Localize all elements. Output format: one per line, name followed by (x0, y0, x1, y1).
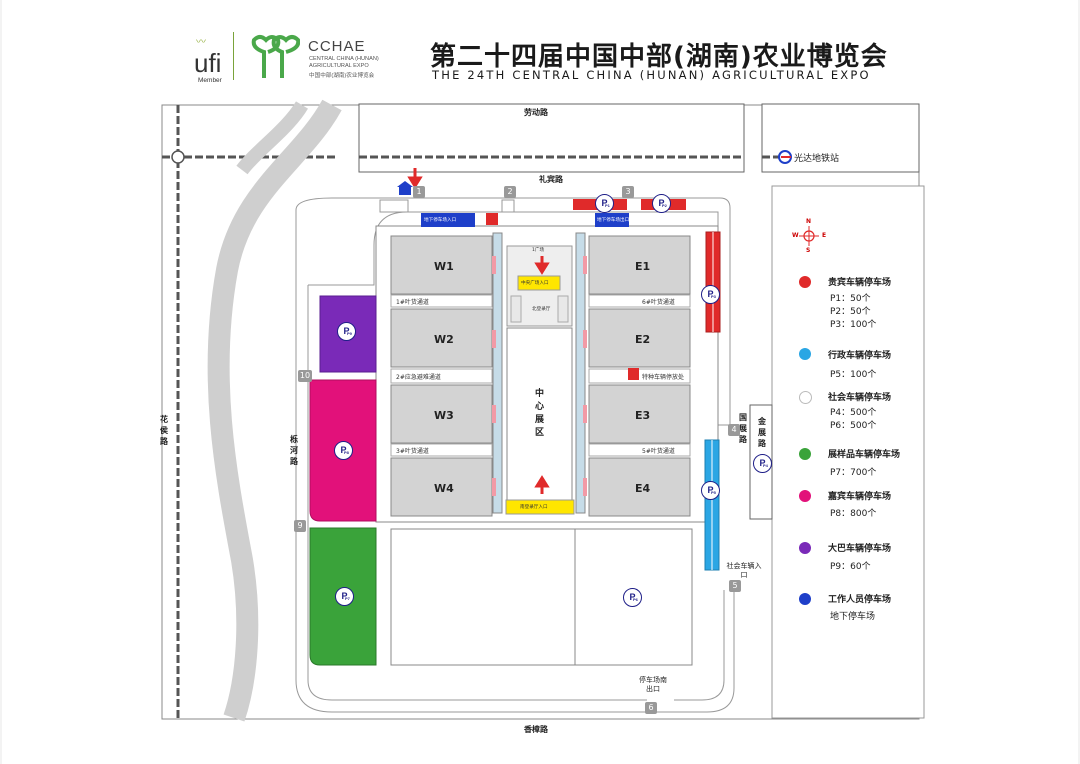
hall-w4[interactable]: W4 (434, 482, 454, 495)
legend-title-guest: 嘉宾车辆停车场 (828, 492, 892, 502)
underground-entry-right: 地下停车场出口 (597, 218, 630, 223)
legend-val-p4: P4：500个 (830, 408, 877, 418)
ufi-logo: ufi (194, 48, 222, 78)
legend-title-admin: 行政车辆停车场 (828, 351, 892, 361)
legend-val-p5: P5：100个 (830, 370, 877, 380)
compass-n: N (806, 218, 812, 225)
legend-title-staff: 工作人员停车场 (828, 595, 892, 605)
legend-dot-staff (799, 593, 811, 605)
page-subtitle: THE 24TH CENTRAL CHINA (HUNAN) AGRICULTU… (432, 68, 871, 82)
compass-s: S (806, 247, 811, 254)
legend-val-staff: 地下停车场 (830, 612, 876, 622)
legend-dot-vip (799, 276, 811, 288)
road-top: 劳动路 (524, 108, 548, 117)
passage-w3: 3#叶货通道 (396, 448, 429, 455)
hall-w2[interactable]: W2 (434, 333, 454, 346)
legend-val-p6: P6：500个 (830, 421, 877, 431)
passage-e2: 特种车辆停放处 (642, 374, 685, 381)
compass-e: E (822, 232, 827, 239)
plaza-sign: 1广场 (532, 248, 545, 253)
hall-w1[interactable]: W1 (434, 260, 454, 273)
legend-val-p2: P2：50个 (830, 307, 871, 317)
hall-e3[interactable]: E3 (635, 409, 651, 422)
road-right-outer: 金展路 (758, 417, 766, 448)
legend-val-p1: P1：50个 (830, 294, 871, 304)
compass-icon (799, 226, 819, 246)
logo-divider (233, 32, 234, 80)
road-left-far: 花侯路 (160, 415, 168, 446)
main-entry-sign: 南登录厅入口 (520, 505, 548, 510)
gate-1-badge: 1 (413, 186, 425, 198)
legend-dot-exhibit (799, 448, 811, 460)
gate-10-badge: 10 (298, 370, 312, 382)
legend-dot-bus (799, 542, 811, 554)
road-right-inner: 国展路 (739, 413, 747, 444)
metro-label: 光达地铁站 (794, 154, 840, 164)
legend-title-bus: 大巴车辆停车场 (828, 544, 892, 554)
ufi-swoosh-icon: 〰 (196, 37, 206, 48)
south-exit-sign: 停车场南出口 (639, 676, 667, 693)
center-box-sign: 北登录厅 (532, 307, 551, 312)
gate-3-badge: 3 (622, 186, 634, 198)
passage-w2: 2#应急避难通道 (396, 374, 441, 381)
passage-w1: 1#叶货通道 (396, 299, 429, 306)
cchae-tree-icon (251, 35, 300, 78)
hall-e4[interactable]: E4 (635, 482, 651, 495)
gate-6-badge: 6 (645, 702, 657, 714)
legend-title-vip: 贵宾车辆停车场 (828, 278, 892, 288)
page-title: 第二十四届中国中部(湖南)农业博览会 (430, 42, 888, 72)
underground-entry-left: 地下停车场入口 (424, 218, 457, 223)
road-bottom: 香樟路 (524, 725, 548, 734)
cchae-sub1: CENTRAL CHINA (HUNAN) (309, 56, 379, 62)
gate-9-badge: 9 (294, 520, 306, 532)
cchae-logo: CCHAE (308, 38, 366, 55)
social-entry-sign: 社会车辆入口 (726, 562, 762, 579)
legend-dot-social (799, 391, 812, 404)
gate-4-badge: 4 (728, 424, 740, 436)
compass-w: W (792, 232, 799, 239)
legend-title-social: 社会车辆停车场 (828, 393, 892, 403)
cchae-sub2: AGRICULTURAL EXPO (309, 63, 369, 69)
hall-e2[interactable]: E2 (635, 333, 651, 346)
hall-w3[interactable]: W3 (434, 409, 454, 422)
cchae-sub3: 中国中部(湖南)农业博览会 (309, 73, 375, 79)
legend-dot-admin (799, 348, 811, 360)
gate-5-badge: 5 (729, 580, 741, 592)
legend-val-p7: P7：700个 (830, 468, 877, 478)
passage-e1: 6#叶货通道 (642, 299, 675, 306)
hall-e1[interactable]: E1 (635, 260, 651, 273)
road-libin: 礼宾路 (539, 175, 563, 184)
legend-val-p9: P9：60个 (830, 562, 871, 572)
legend-val-p8: P8：800个 (830, 509, 877, 519)
road-left: 栎河路 (290, 435, 298, 466)
gate-2-badge: 2 (504, 186, 516, 198)
ufi-member-label: Member (198, 77, 222, 84)
legend-title-exhibit: 展样品车辆停车场 (828, 450, 901, 460)
passage-e3: 5#叶货通道 (642, 448, 675, 455)
junction-icon (171, 150, 185, 164)
legend-val-p3: P3：100个 (830, 320, 877, 330)
legend-panel (771, 185, 925, 719)
center-entry-sign: 中央广场入口 (521, 281, 549, 286)
center-area-label[interactable]: 中心展区 (535, 389, 545, 438)
legend-dot-guest (799, 490, 811, 502)
building-icon (397, 181, 413, 195)
